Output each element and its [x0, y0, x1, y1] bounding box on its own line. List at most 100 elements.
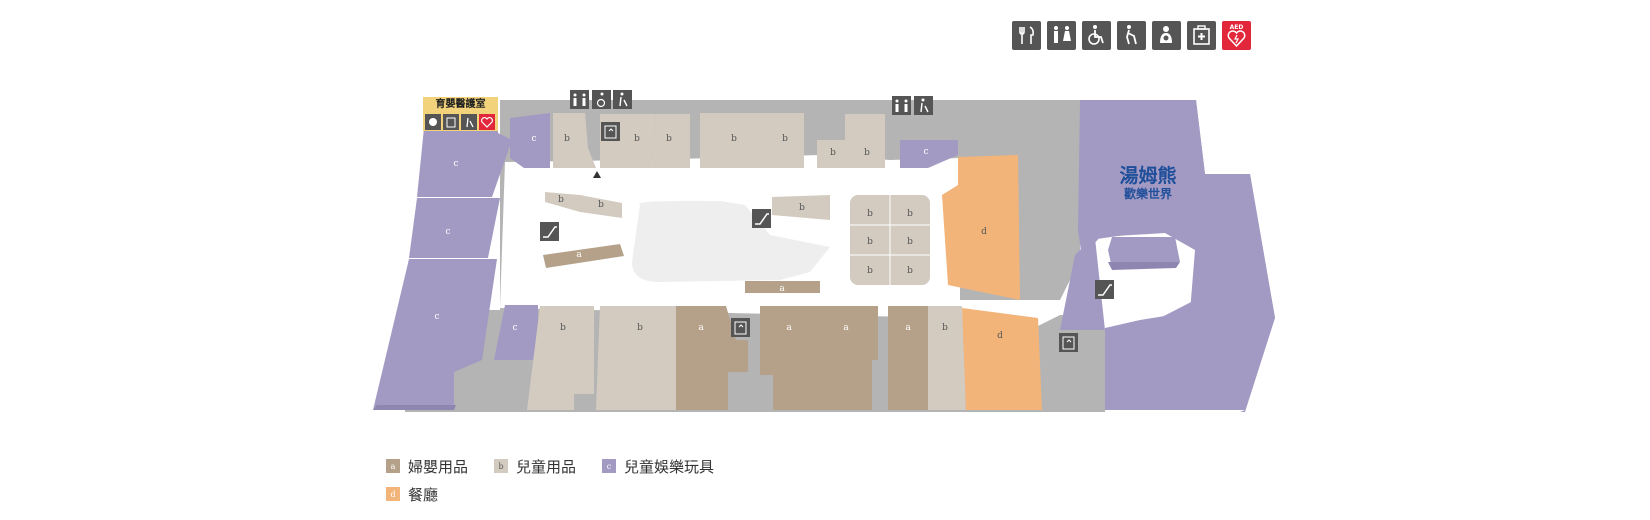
label-a: a: [698, 323, 704, 333]
label-b: b: [799, 203, 805, 213]
map-legend: a 婦嬰用品 b 兒童用品 c 兒童娛樂玩具 d 餐廳: [386, 452, 740, 508]
kiosk-a-1[interactable]: [543, 244, 624, 268]
elevator-icon[interactable]: [1059, 333, 1078, 352]
anchor-store-name: 湯姆熊: [1119, 164, 1176, 187]
elderly-icon[interactable]: [613, 90, 632, 109]
legend-item-b: b 兒童用品: [494, 456, 576, 477]
aed-label: AED: [1230, 24, 1244, 31]
accessible-toilet-icon[interactable]: [592, 90, 611, 109]
kiosk-a-2[interactable]: [745, 281, 820, 293]
label-c: c: [434, 312, 439, 322]
label-b: b: [867, 209, 873, 219]
legend-label: 兒童用品: [516, 457, 577, 476]
store-c-bottom-1[interactable]: [494, 305, 538, 360]
escalator-icon[interactable]: [752, 209, 771, 228]
aed-icon[interactable]: AED: [1222, 21, 1251, 50]
label-b: b: [867, 237, 873, 247]
label-b: b: [731, 134, 737, 144]
kiosk-b-2[interactable]: [772, 195, 830, 220]
store-c-anchor-main[interactable]: [1078, 100, 1275, 410]
anchor-store-subtitle: 歡樂世界: [1124, 186, 1172, 201]
label-c: c: [453, 159, 458, 169]
label-b: b: [864, 148, 870, 158]
label-c: c: [923, 147, 928, 157]
restroom-icon[interactable]: [892, 96, 911, 115]
store-b-bottom-3[interactable]: [928, 306, 966, 410]
legend-label: 兒童娛樂玩具: [624, 457, 715, 476]
nursing-room-callout[interactable]: 育嬰醫護室: [423, 97, 498, 135]
label-a: a: [905, 323, 911, 333]
store-b-top-6[interactable]: [817, 140, 845, 168]
walkway: [500, 155, 1195, 330]
store-b-top-5[interactable]: [768, 113, 804, 168]
elevator-icon[interactable]: [601, 122, 620, 141]
store-b-top-1[interactable]: [553, 113, 596, 168]
escalator-icon[interactable]: [1095, 280, 1114, 299]
label-c: c: [531, 134, 536, 144]
restroom-icon[interactable]: [570, 90, 589, 109]
restaurant-d-2[interactable]: [962, 308, 1042, 410]
legend-chip-a: a: [386, 459, 400, 473]
label-b: b: [634, 134, 640, 144]
label-a: a: [786, 323, 792, 333]
store-c-top-1[interactable]: [510, 113, 550, 168]
label-d: d: [981, 227, 987, 237]
elderly-icon[interactable]: [1117, 21, 1146, 50]
first-aid-icon[interactable]: [1187, 21, 1216, 50]
label-a: a: [843, 323, 849, 333]
facility-legend-bar: AED: [1012, 21, 1251, 50]
elderly-icon[interactable]: [914, 96, 933, 115]
legend-chip-b: b: [494, 459, 509, 473]
legend-label: 婦嬰用品: [408, 457, 469, 476]
store-c-left-top[interactable]: [417, 118, 512, 197]
label-b: b: [558, 195, 564, 205]
store-a-bottom-3[interactable]: [818, 306, 878, 410]
store-b-bottom-1[interactable]: [527, 306, 594, 410]
restaurant-icon[interactable]: [1012, 21, 1041, 50]
store-b-top-3[interactable]: [652, 114, 690, 168]
label-b: b: [942, 323, 948, 333]
label-c: c: [512, 323, 517, 333]
label-b: b: [637, 323, 643, 333]
legend-chip-d: d: [386, 487, 400, 501]
label-b: b: [560, 323, 566, 333]
nursing-room-icon[interactable]: [1152, 21, 1181, 50]
kiosk-b-1[interactable]: [545, 192, 622, 218]
store-b-top-7[interactable]: [845, 114, 885, 168]
restaurant-d-1[interactable]: [942, 155, 1020, 300]
label-b: b: [907, 266, 913, 276]
store-a-bottom-4[interactable]: [888, 306, 928, 410]
store-a-bottom-2[interactable]: [760, 306, 818, 410]
store-c-left-mid[interactable]: [409, 198, 500, 258]
store-c-top-2[interactable]: [900, 140, 958, 168]
elevator-icon[interactable]: [731, 318, 750, 337]
legend-row: d 餐廳: [386, 480, 740, 508]
legend-item-d: d 餐廳: [386, 484, 438, 505]
restroom-icon[interactable]: [1047, 21, 1076, 50]
legend-row: a 婦嬰用品 b 兒童用品 c 兒童娛樂玩具: [386, 452, 740, 480]
label-b: b: [907, 209, 913, 219]
nursing-room-label: 育嬰醫護室: [423, 97, 498, 113]
label-b: b: [782, 134, 788, 144]
label-d: d: [997, 331, 1003, 341]
label-b: b: [867, 266, 873, 276]
store-c-left-shade: [373, 405, 456, 410]
escalator-icon[interactable]: [540, 222, 559, 241]
store-c-left-bottom[interactable]: [373, 259, 497, 410]
label-b: b: [666, 134, 672, 144]
atrium-void: [632, 200, 830, 282]
label-b: b: [907, 237, 913, 247]
label-b: b: [564, 134, 570, 144]
legend-chip-c: c: [602, 459, 617, 473]
store-a-bottom-1[interactable]: [676, 306, 748, 410]
nursing-room-icons: [423, 113, 498, 131]
label-a: a: [779, 284, 785, 294]
store-b-bottom-2[interactable]: [596, 306, 676, 410]
label-b: b: [598, 200, 604, 210]
legend-item-c: c 兒童娛樂玩具: [602, 456, 714, 477]
location-marker-icon: [593, 171, 601, 178]
label-c: c: [445, 227, 450, 237]
accessible-toilet-icon[interactable]: [1082, 21, 1111, 50]
store-b-top-4[interactable]: [700, 113, 768, 168]
